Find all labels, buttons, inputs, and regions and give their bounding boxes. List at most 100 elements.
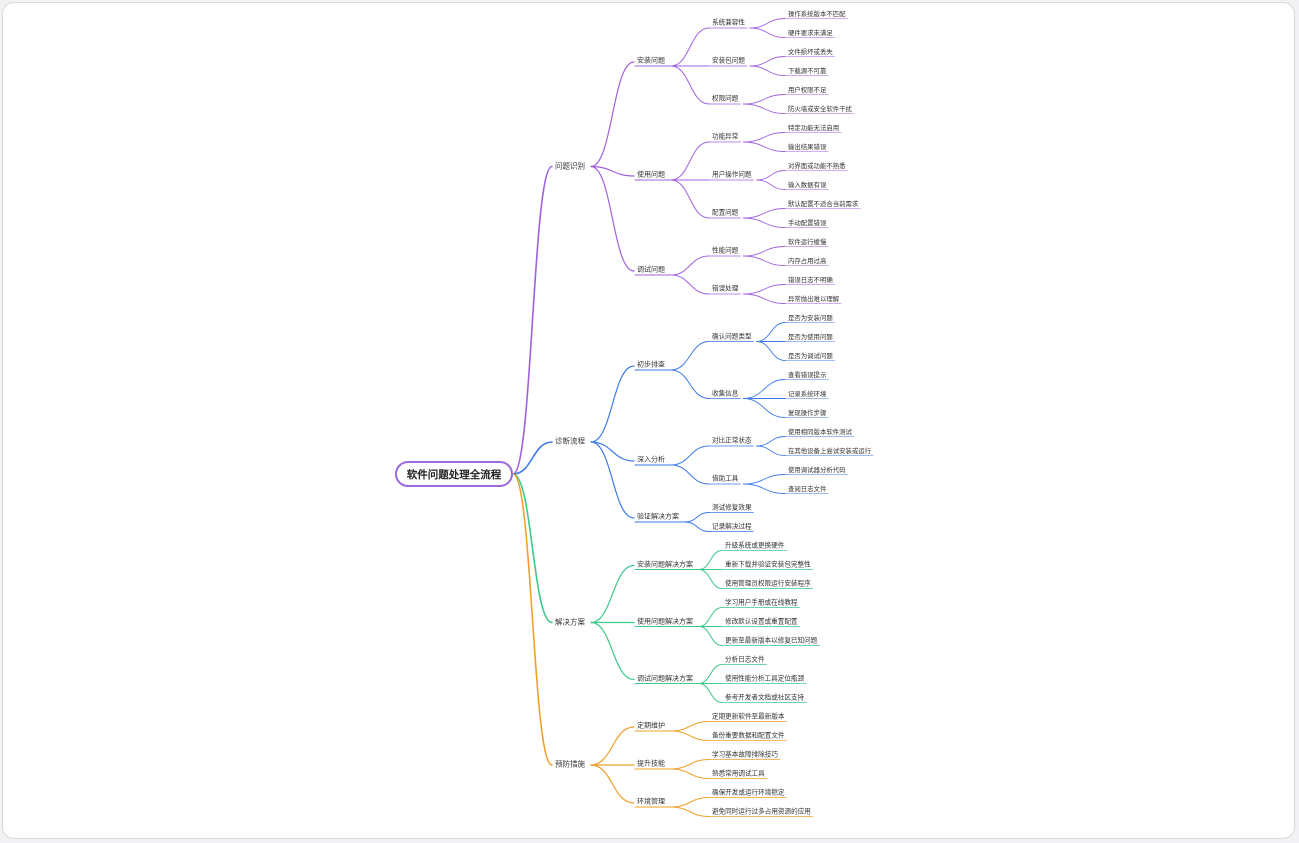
branch-2-topic-2[interactable]: 深入分析 xyxy=(637,455,665,464)
leaf-node[interactable]: 测试修复效果 xyxy=(712,503,752,512)
connector-l1-to-l2 xyxy=(590,764,635,804)
leaf-node[interactable]: 软件运行缓慢 xyxy=(788,237,827,246)
connector-l2-to-l3 xyxy=(684,521,710,532)
connector-l3-to-l4 xyxy=(742,103,786,114)
branch-1-topic-1[interactable]: 安装问题 xyxy=(637,56,665,65)
branch-2-node[interactable]: 诊断流程 xyxy=(555,436,585,446)
subtopic-node[interactable]: 错误处理 xyxy=(712,284,739,293)
subtopic-node[interactable]: 功能异常 xyxy=(712,132,739,141)
subtopic-node[interactable]: 权限问题 xyxy=(712,94,739,103)
leaf-node[interactable]: 学习基本故障排除技巧 xyxy=(712,750,778,759)
leaf-node[interactable]: 记录系统环境 xyxy=(788,389,827,398)
leaf-node[interactable]: 硬件要求未满足 xyxy=(788,28,833,37)
leaf-node[interactable]: 用户权限不足 xyxy=(788,85,827,94)
root-node[interactable]: 软件问题处理全流程 xyxy=(395,461,513,487)
leaf-node[interactable]: 记录解决过程 xyxy=(712,522,752,531)
connector-root-to-branch-3 xyxy=(512,473,553,624)
connector-l1-to-l2 xyxy=(590,441,635,519)
leaf-node[interactable]: 特定功能无法启用 xyxy=(788,123,840,132)
leaf-node[interactable]: 操作系统版本不匹配 xyxy=(788,9,846,18)
connector-l2-to-l3 xyxy=(670,179,710,219)
leaf-node[interactable]: 重新下载并验证安装包完整性 xyxy=(725,560,811,569)
leaf-node[interactable]: 使用调试器分析代码 xyxy=(788,465,846,474)
branch-3-topic-1[interactable]: 安装问题解决方案 xyxy=(637,560,693,568)
connector-l2-to-l3 xyxy=(698,664,723,684)
leaf-node[interactable]: 下载源不可靠 xyxy=(788,66,827,75)
connector-l2-to-l3 xyxy=(698,569,723,589)
leaf-node[interactable]: 升级系统或更换硬件 xyxy=(725,541,785,550)
connector-l3-to-l4 xyxy=(742,284,786,295)
connector-l3-to-l4 xyxy=(756,179,786,190)
branch-4-topic-2[interactable]: 提升技能 xyxy=(637,759,665,768)
leaf-node[interactable]: 是否为安装问题 xyxy=(788,313,833,322)
connector-l3-to-l4 xyxy=(756,445,786,456)
branch-4-topic-1[interactable]: 定期维护 xyxy=(637,721,665,730)
leaf-node[interactable]: 修改默认设置或重置配置 xyxy=(725,617,798,626)
leaf-node[interactable]: 查看错误提示 xyxy=(788,370,827,379)
leaf-node[interactable]: 更新至最新版本以修复已知问题 xyxy=(725,636,818,645)
leaf-node[interactable]: 默认配置不适合当前需求 xyxy=(788,199,859,208)
connector-l2-to-l3 xyxy=(670,759,710,770)
subtopic-node[interactable]: 确认问题类型 xyxy=(712,332,752,341)
subtopic-node[interactable]: 配置问题 xyxy=(712,208,739,217)
subtopic-node[interactable]: 借助工具 xyxy=(712,474,739,483)
branch-2-topic-3[interactable]: 验证解决方案 xyxy=(637,512,679,521)
leaf-node[interactable]: 内存占用过高 xyxy=(788,256,827,265)
leaf-node[interactable]: 避免同时运行过多占用资源的应用 xyxy=(712,807,811,816)
leaf-node[interactable]: 使用管理员权限运行安装程序 xyxy=(725,579,811,588)
subtopic-node[interactable]: 收集信息 xyxy=(712,389,739,398)
connector-l1-to-l2 xyxy=(590,441,635,462)
leaf-node[interactable]: 使用相同版本软件测试 xyxy=(788,427,852,436)
leaf-node[interactable]: 输入数据有误 xyxy=(788,180,827,189)
branch-1-node[interactable]: 问题识别 xyxy=(555,160,585,170)
subtopic-node[interactable]: 用户操作问题 xyxy=(712,170,752,179)
connector-l3-to-l4 xyxy=(742,483,786,494)
leaf-node[interactable]: 确保开发或运行环境稳定 xyxy=(712,788,785,797)
connector-l3-to-l4 xyxy=(756,436,786,447)
leaf-node[interactable]: 熟悉常用调试工具 xyxy=(712,769,765,778)
leaf-node[interactable]: 使用性能分析工具定位瓶颈 xyxy=(725,674,805,683)
leaf-node[interactable]: 定期更新软件至最新版本 xyxy=(712,712,785,721)
leaf-node[interactable]: 学习用户手册或在线教程 xyxy=(725,598,798,607)
leaf-node[interactable]: 输出结果错误 xyxy=(788,142,827,151)
connector-l3-to-l4 xyxy=(749,18,786,29)
branch-3-node[interactable]: 解决方案 xyxy=(555,616,585,626)
branch-2-topic-1[interactable]: 初步排查 xyxy=(637,360,665,369)
leaf-node[interactable]: 文件损坏或丢失 xyxy=(788,47,833,56)
subtopic-node[interactable]: 对比正常状态 xyxy=(712,436,752,445)
subtopic-node[interactable]: 性能问题 xyxy=(712,246,739,255)
leaf-node[interactable]: 备份重要数据和配置文件 xyxy=(712,731,785,740)
leaf-node[interactable]: 手动配置错误 xyxy=(788,218,827,227)
subtopic-node[interactable]: 安装包问题 xyxy=(712,56,745,65)
branch-3-topic-3[interactable]: 调试问题解决方案 xyxy=(637,674,693,682)
connector-l2-to-l3 xyxy=(670,255,710,276)
connector-l2-to-l3 xyxy=(670,806,710,817)
branch-1-topic-3[interactable]: 调试问题 xyxy=(637,265,665,274)
branch-3-topic-2[interactable]: 使用问题解决方案 xyxy=(637,617,693,625)
branch-1-topic-2[interactable]: 使用问题 xyxy=(637,170,665,179)
leaf-node[interactable]: 对界面或功能不熟悉 xyxy=(788,161,846,170)
leaf-node[interactable]: 复现操作步骤 xyxy=(788,408,827,417)
leaf-node[interactable]: 查阅日志文件 xyxy=(788,484,827,493)
leaf-node[interactable]: 分析日志文件 xyxy=(725,655,765,664)
connector-l2-to-l3 xyxy=(698,550,723,570)
leaf-node[interactable]: 防火墙或安全软件干扰 xyxy=(788,104,852,113)
branch-4-node[interactable]: 预防措施 xyxy=(555,759,585,769)
connector-l1-to-l2 xyxy=(590,365,635,443)
connector-l3-to-l4 xyxy=(742,217,786,228)
leaf-node[interactable]: 是否为调试问题 xyxy=(788,351,833,360)
leaf-node[interactable]: 参考开发者文档或社区支持 xyxy=(725,693,805,702)
branch-4-topic-3[interactable]: 环境管理 xyxy=(637,797,665,806)
leaf-node[interactable]: 异常抛出难以理解 xyxy=(788,294,840,303)
leaf-node[interactable]: 是否为使用问题 xyxy=(788,332,833,341)
connector-l3-to-l4 xyxy=(742,94,786,105)
connector-l2-to-l3 xyxy=(670,464,710,485)
connector-l3-to-l4 xyxy=(749,56,786,67)
leaf-node[interactable]: 错误日志不明确 xyxy=(788,275,833,284)
connector-l1-to-l2 xyxy=(590,61,635,168)
subtopic-node[interactable]: 系统兼容性 xyxy=(712,18,745,27)
leaf-node[interactable]: 在其他设备上尝试安装或运行 xyxy=(788,446,872,455)
connector-l3-to-l4 xyxy=(742,474,786,485)
connector-l3-to-l4 xyxy=(756,322,786,342)
